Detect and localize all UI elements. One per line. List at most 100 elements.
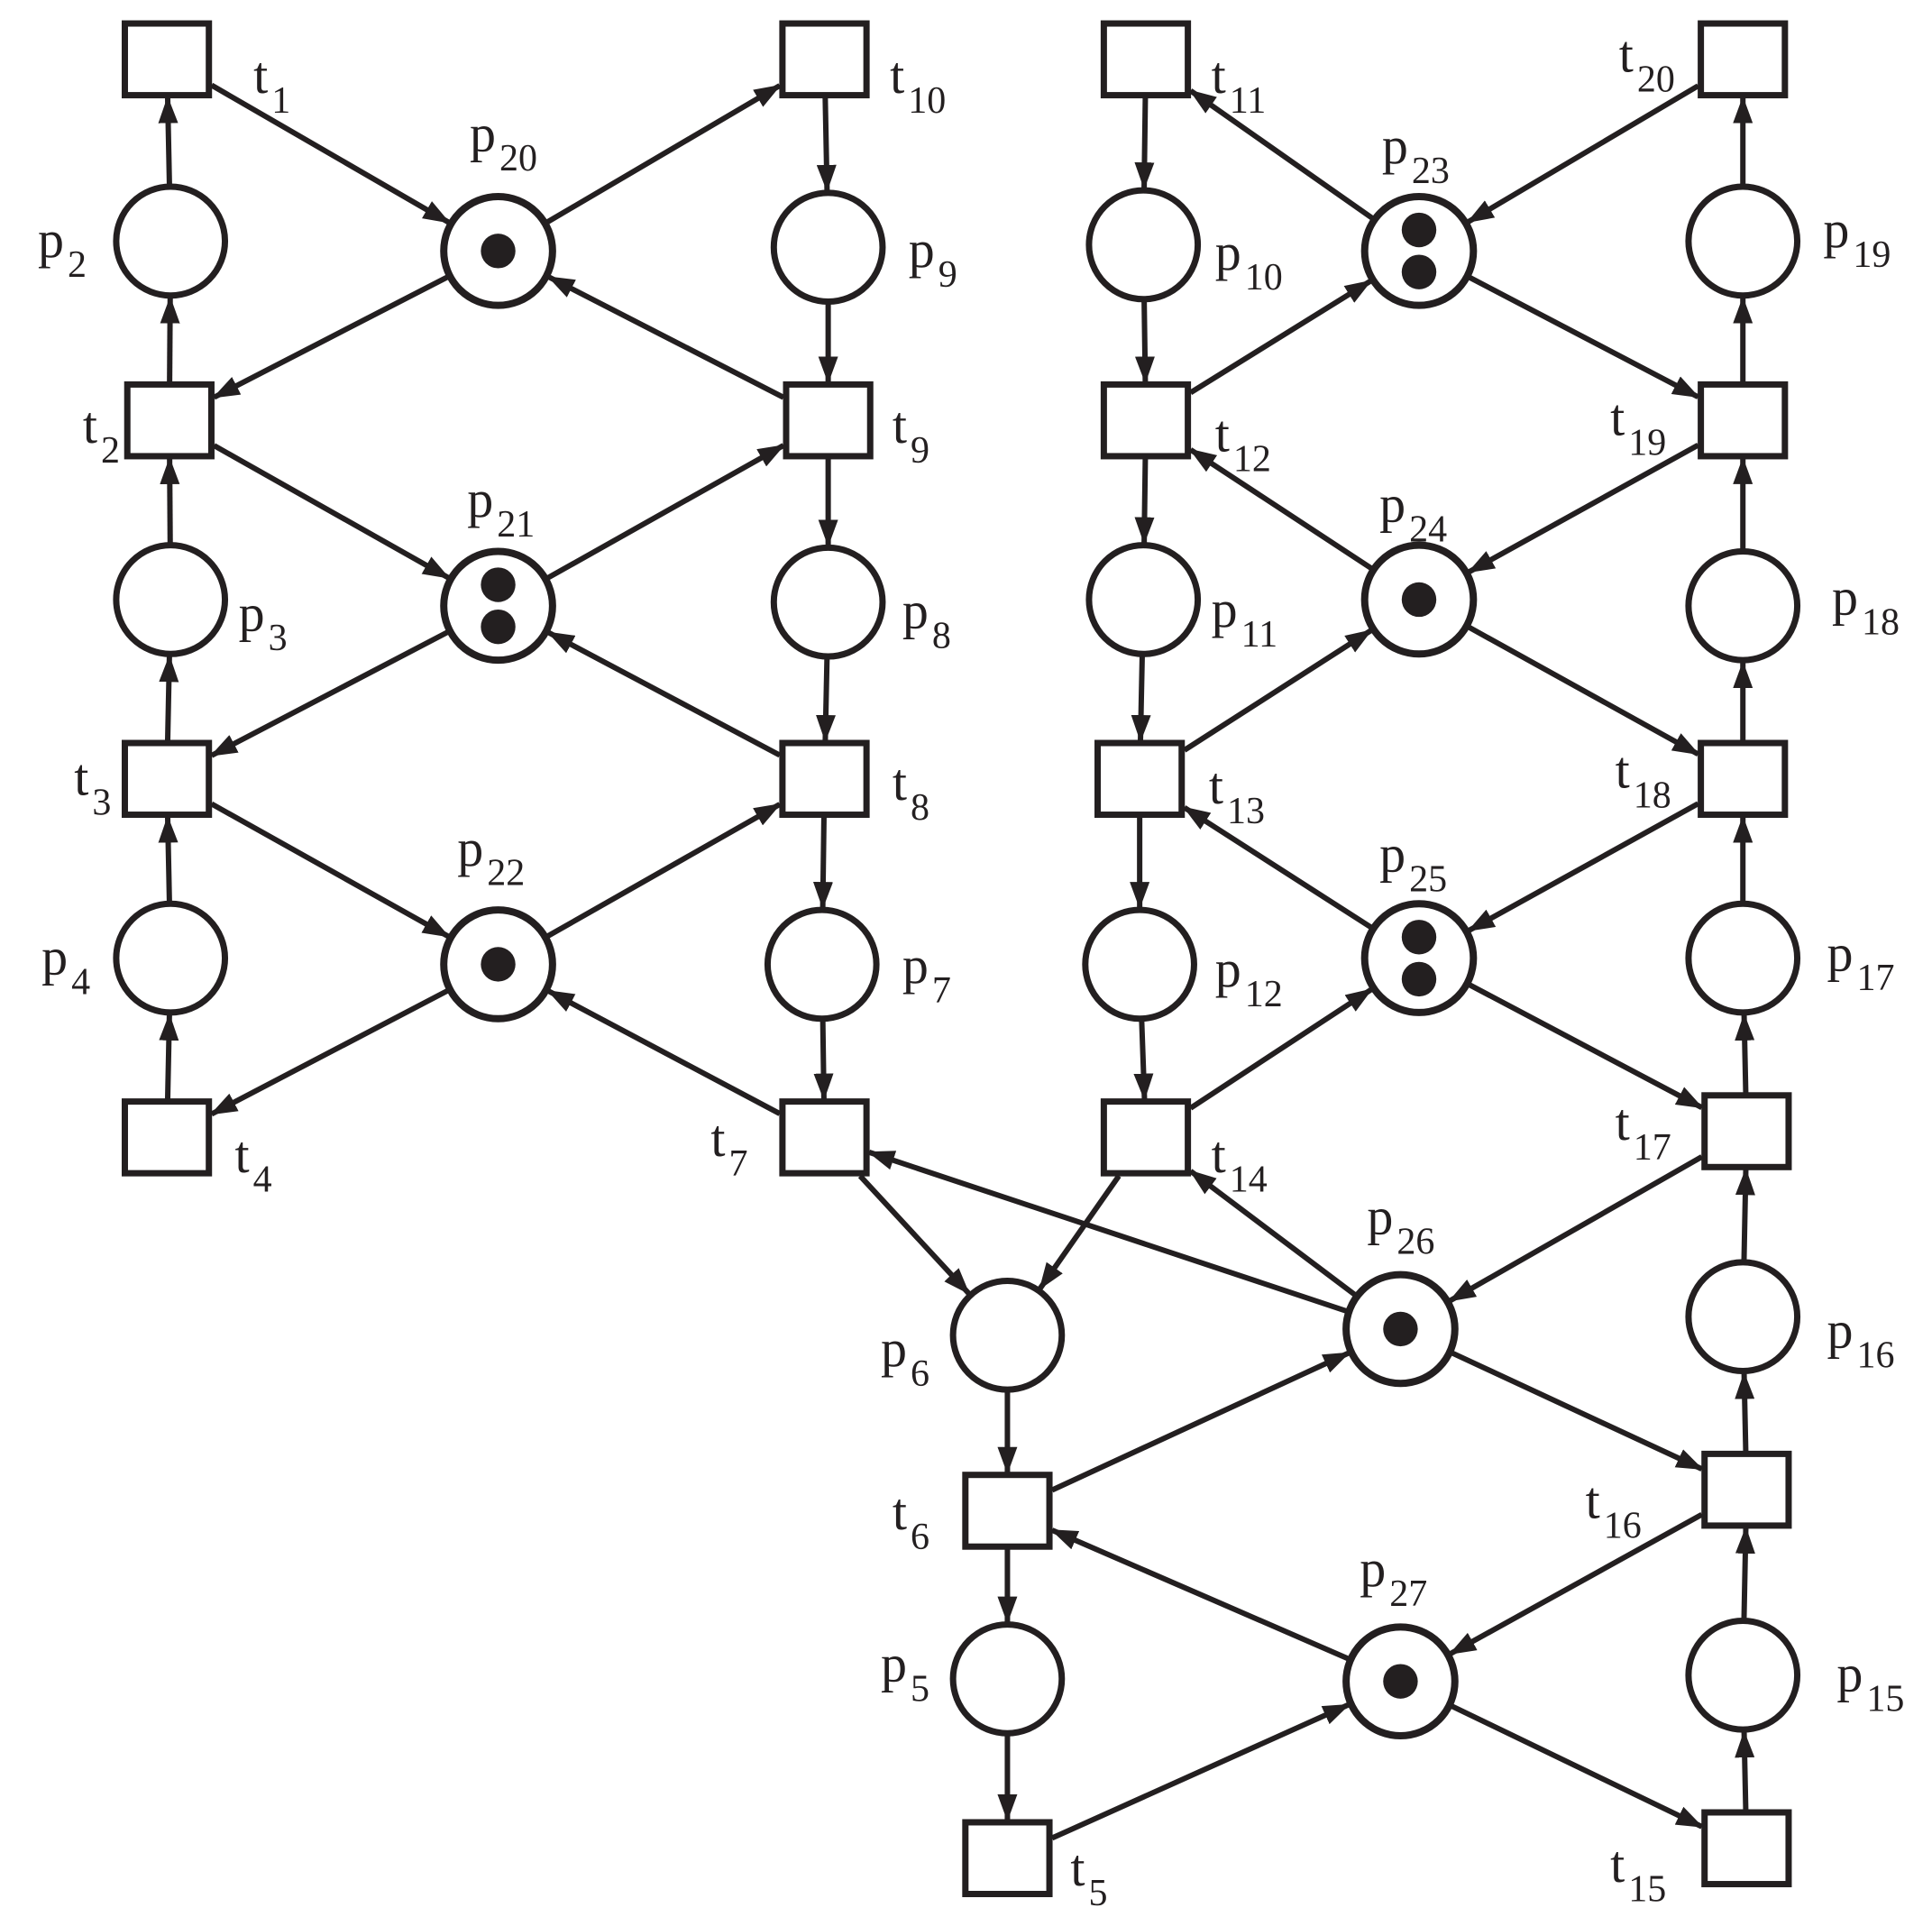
place-label-p21: p21	[467, 470, 535, 546]
place-label-p6: p6	[881, 1319, 929, 1395]
arc-p12-to-t14	[1133, 1021, 1154, 1101]
arc-p24-to-t12	[1188, 447, 1373, 571]
transition-label-t14: t14	[1212, 1125, 1268, 1201]
arc-p25-to-t17	[1468, 982, 1704, 1110]
token-p26-1	[1383, 1311, 1418, 1347]
transition-t18	[1698, 739, 1789, 819]
arc-p16-to-t17	[1735, 1168, 1755, 1260]
transition-t2	[124, 381, 215, 460]
place-p25-circle	[1360, 900, 1478, 1016]
place-p6	[949, 1277, 1066, 1393]
place-p7-circle	[764, 906, 880, 1023]
place-p11	[1085, 542, 1202, 657]
place-p16	[1685, 1259, 1801, 1375]
transition-t4	[121, 1098, 213, 1177]
arc-t17-to-p26	[1448, 1154, 1704, 1304]
place-p10-circle	[1085, 187, 1202, 303]
arc-t11-to-p10	[1134, 97, 1155, 190]
arc-t7-to-p22	[546, 988, 782, 1116]
arc-p2-to-t1	[158, 96, 179, 185]
arc-t2-to-p2	[160, 296, 180, 382]
arc-t1-to-p20	[210, 82, 451, 225]
token-p22-1	[481, 947, 516, 982]
arc-p21-to-t3	[209, 629, 449, 758]
token-p21-1	[481, 567, 516, 602]
place-p19	[1685, 183, 1801, 299]
place-p2	[113, 183, 229, 299]
arc-p26-to-t16	[1451, 1350, 1704, 1472]
arc-t14-to-p25	[1188, 986, 1373, 1111]
place-p4-circle	[113, 900, 229, 1016]
place-p21-circle	[440, 547, 556, 665]
transition-label-t1: t1	[253, 46, 290, 122]
arc-t16-to-p16	[1735, 1371, 1755, 1452]
place-p11-circle	[1085, 542, 1202, 657]
transition-t9	[783, 381, 874, 460]
place-p23-circle	[1360, 193, 1478, 309]
place-label-p18: p18	[1832, 567, 1900, 643]
place-p5	[949, 1621, 1066, 1737]
place-p9	[770, 189, 886, 306]
place-p17	[1685, 900, 1801, 1016]
transition-label-t11: t11	[1212, 46, 1267, 122]
place-p24	[1360, 541, 1478, 658]
place-label-p9: p9	[909, 220, 957, 296]
token-p25-2	[1401, 961, 1437, 997]
transition-label-t7: t7	[710, 1109, 747, 1185]
place-label-p17: p17	[1827, 923, 1894, 999]
transition-label-t12: t12	[1215, 404, 1271, 480]
place-label-p25: p25	[1379, 825, 1447, 901]
place-p8	[770, 544, 886, 660]
place-p4	[113, 900, 229, 1016]
place-p5-circle	[949, 1621, 1066, 1737]
place-p25	[1360, 900, 1478, 1016]
arc-t17-to-p17	[1735, 1013, 1755, 1093]
place-label-p27: p27	[1360, 1539, 1427, 1615]
arc-t15-to-p15	[1735, 1730, 1755, 1811]
place-p15	[1685, 1617, 1801, 1733]
arc-t3-to-p3	[159, 655, 179, 741]
place-p12	[1082, 906, 1197, 1023]
place-label-p16: p16	[1827, 1300, 1894, 1376]
transition-label-t6: t6	[893, 1482, 929, 1558]
place-label-p10: p10	[1215, 223, 1283, 298]
arc-p15-to-t16	[1735, 1526, 1755, 1619]
arc-p22-to-t4	[209, 988, 449, 1117]
transition-label-t13: t13	[1209, 757, 1265, 832]
transition-t11	[1100, 20, 1192, 99]
arc-p27-to-t6	[1050, 1527, 1350, 1662]
arc-p3-to-t2	[160, 456, 180, 543]
transition-label-t15: t15	[1610, 1835, 1666, 1911]
place-label-p19: p19	[1823, 200, 1891, 276]
transition-t3	[121, 739, 213, 819]
arc-t6-to-p26	[1050, 1350, 1351, 1493]
arc-p26-to-t7	[867, 1150, 1348, 1314]
token-p24-1	[1401, 582, 1437, 618]
place-label-p22: p22	[457, 819, 525, 894]
token-p20-1	[481, 234, 516, 269]
place-p27	[1342, 1623, 1459, 1739]
transition-t15	[1701, 1809, 1792, 1888]
place-p10	[1085, 187, 1202, 303]
arc-p24-to-t18	[1467, 625, 1700, 757]
transition-t16	[1701, 1450, 1792, 1529]
arc-p23-to-t11	[1188, 88, 1374, 221]
transition-t14	[1100, 1098, 1192, 1177]
transition-label-t8: t8	[893, 753, 929, 829]
place-label-p3: p3	[239, 583, 288, 659]
place-p9-circle	[770, 189, 886, 306]
transition-t10	[779, 20, 870, 99]
place-p22	[440, 906, 556, 1023]
arc-p22-to-t8	[546, 802, 782, 939]
arc-t4-to-p4	[159, 1013, 179, 1099]
place-p3	[113, 542, 229, 657]
place-label-p2: p2	[38, 210, 87, 286]
arc-p27-to-t15	[1451, 1703, 1704, 1830]
arc-p20-to-t10	[545, 83, 782, 225]
transition-label-t10: t10	[890, 46, 946, 122]
place-label-p15: p15	[1836, 1645, 1904, 1720]
place-p26	[1342, 1270, 1459, 1388]
arc-t16-to-p27	[1449, 1511, 1704, 1656]
